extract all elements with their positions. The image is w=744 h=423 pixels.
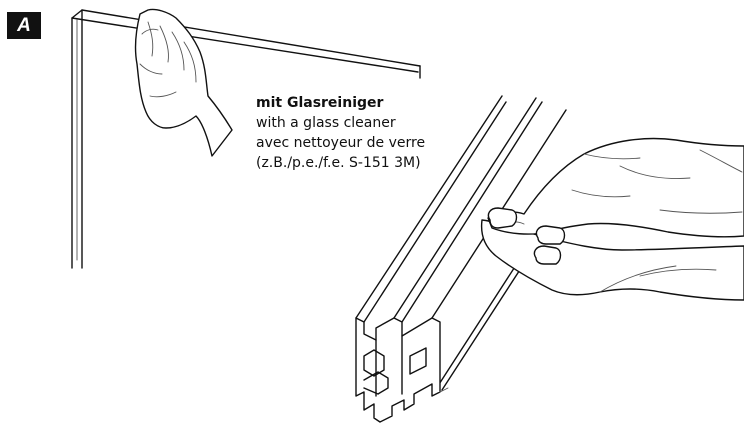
hand-wiping-glass (134, 8, 233, 157)
step-badge: A (7, 12, 41, 39)
caption-title: mit Glasreiniger (256, 95, 384, 111)
hand-with-cloth (480, 137, 744, 301)
caption-line-example: (z.B./p.e./f.e. S-151 3M) (256, 155, 421, 171)
instruction-caption: mit Glasreiniger with a glass cleaner av… (256, 93, 425, 173)
caption-line-english: with a glass cleaner (256, 115, 396, 131)
aluminium-profile (355, 95, 567, 423)
caption-line-french: avec nettoyeur de verre (256, 135, 426, 151)
